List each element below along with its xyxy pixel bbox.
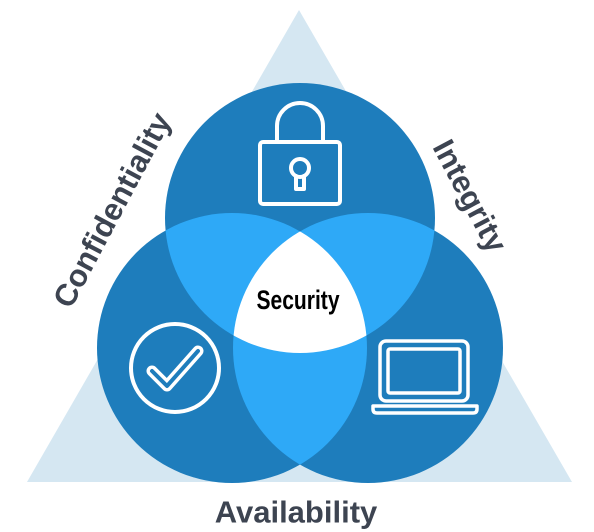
center-label: Security xyxy=(256,286,340,316)
padlock-icon xyxy=(258,101,342,206)
checkmark-icon xyxy=(129,322,221,414)
laptop-icon xyxy=(371,339,479,415)
availability-label: Availability xyxy=(215,495,378,530)
center-region xyxy=(233,213,367,353)
